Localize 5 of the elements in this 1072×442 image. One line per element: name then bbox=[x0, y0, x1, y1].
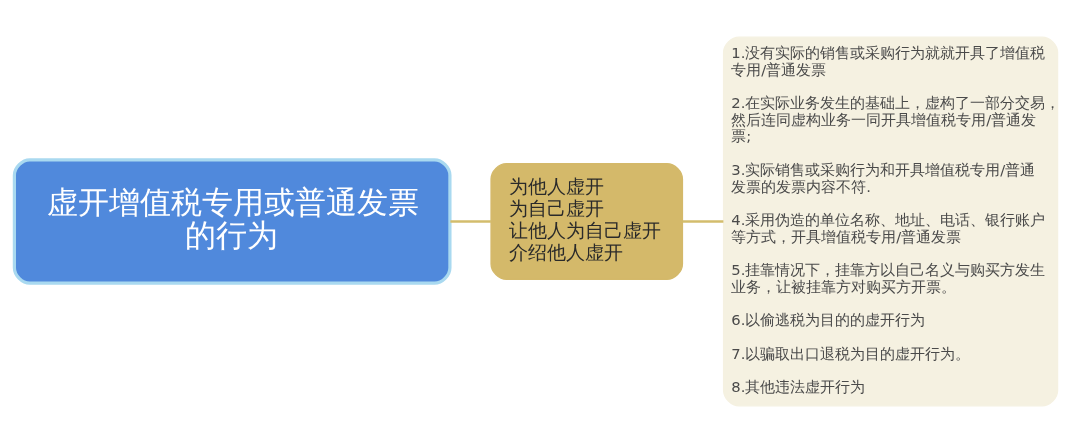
node-box: 为他人虚开 为自己虚开 让他人为自己虚开 介绍他人虚开 bbox=[490, 162, 684, 280]
node-box: 虚开增值税专用或普通发票的行为 bbox=[12, 157, 452, 285]
node-box: 1.没有实际的销售或采购行为就就开具了增值税专用/普通发票 2.在实际业务发生的基础上，虚构了一部分交易，然后连同虚构业务一同开具增值税专用/普通发票; 3.实际销售或采购行为和开具增值税专用/普通发票的发票内容不符. 4.采用伪造的单位名称、地址、电话、银行账户等方式，开具增值税专用/普通发票 5.挂靠情况下，挂靠方以自己名义与购买方发生业务，让被挂靠方对购买方开票。 6.以偷逃税为目的的虚开行为 7.以骗取出口退税为目的虚开行为。 8.其他违法虚开行为 bbox=[722, 36, 1059, 406]
connector bbox=[450, 219, 491, 223]
connector bbox=[682, 219, 724, 223]
